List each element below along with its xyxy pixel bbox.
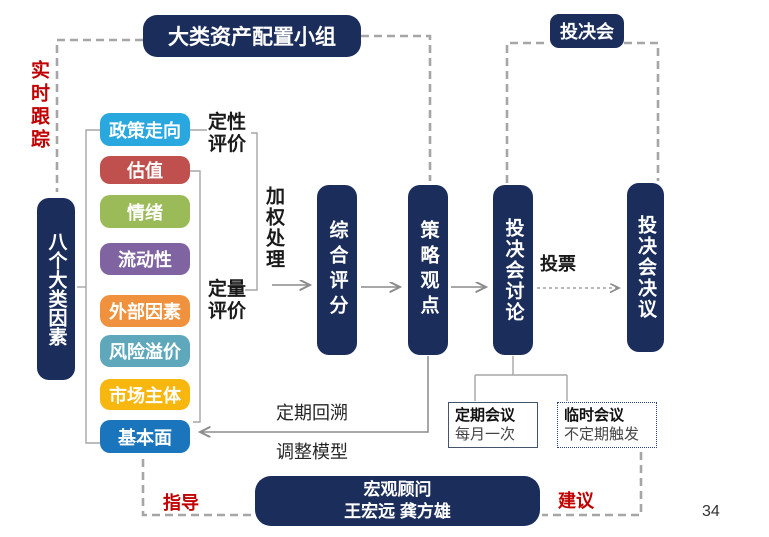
macro-advisor-title: 宏观顾问 [363,480,432,499]
stage-committee-resolution-pill: 投决会决议 [627,183,664,352]
suggest-label: 建议 [558,491,594,511]
adhoc-meeting-title: 临时会议 [564,407,625,424]
brace-quantitative [190,170,201,423]
regular-meeting-subtitle: 每月一次 [455,426,516,443]
factor-risk-premium: 风险溢价 [100,335,190,367]
realtime-tracking-label: 实时跟踪 [28,60,49,152]
stage-committee-discussion-pill: 投决会讨论 [493,185,533,355]
arrow-feedback-to-fundamental [200,356,429,432]
eight-factors-pill: 八个大类因素 [37,198,75,380]
stage-composite-score-pill: 综合评分 [317,185,357,355]
factor-external: 外部因素 [100,295,190,327]
brace-factors-left [85,129,100,444]
wire-advisor-suggest [542,452,643,517]
brace-weighting [245,132,258,291]
adhoc-meeting-subtitle: 不定期触发 [564,426,640,443]
branch-meetings [474,356,568,401]
vote-label: 投票 [540,254,576,274]
qualitative-label: 定性评价 [208,112,247,155]
asset-allocation-group-pill: 大类资产配置小组 [143,15,361,57]
wire-discussion-to-committee [505,41,548,183]
investment-committee-pill: 投决会 [550,14,624,48]
wire-group-to-strategy [361,34,432,181]
regular-meeting-title: 定期会议 [455,407,516,424]
macro-advisor-names: 王宏远 龚方雄 [344,502,451,521]
stage-strategy-view-pill: 策略观点 [408,185,448,355]
weighting-label: 加权处理 [263,186,284,270]
macro-advisor-pill: 宏观顾问 王宏远 龚方雄 [255,476,540,526]
factor-fundamentals: 基本面 [100,420,190,453]
periodic-review-label: 定期回溯 [276,403,348,423]
factor-valuation: 估值 [100,156,190,184]
wire-advisor-guide [141,459,253,517]
factor-liquidity: 流动性 [100,243,190,275]
quantitative-label: 定量评价 [208,279,247,322]
page-number: 34 [702,503,720,520]
factor-market-players: 市场主体 [100,379,190,410]
adhoc-meeting-box: 临时会议 不定期触发 [557,402,657,448]
wire-committee-to-resolution [624,41,660,181]
regular-meeting-box: 定期会议 每月一次 [448,402,538,448]
factor-policy-direction: 政策走向 [100,113,190,146]
adjust-model-label: 调整模型 [276,442,348,462]
guide-label: 指导 [163,493,199,513]
wire-tracking-to-group [55,38,143,192]
factor-sentiment: 情绪 [100,195,190,228]
